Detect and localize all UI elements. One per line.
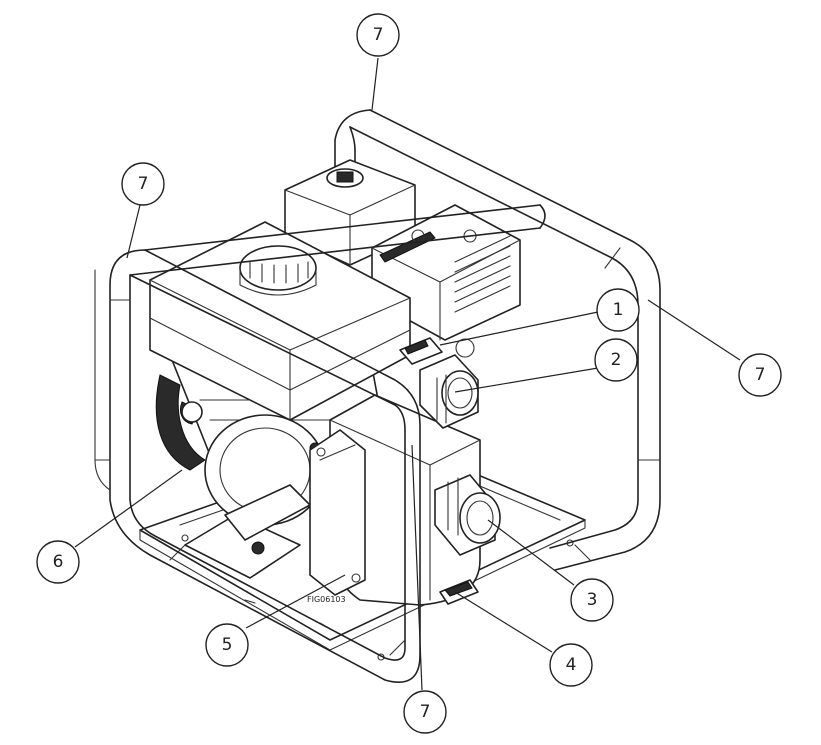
figure-code: FIG06103 <box>307 595 346 604</box>
svg-text:7: 7 <box>373 25 384 45</box>
callout-7-left: 7 <box>121 162 165 206</box>
callout-3: 3 <box>570 578 614 622</box>
svg-text:1: 1 <box>613 300 624 320</box>
svg-text:7: 7 <box>420 702 431 722</box>
callout-5: 5 <box>205 623 249 667</box>
drain-plug <box>439 579 479 605</box>
frame-front <box>94 204 546 683</box>
callout-7-right: 7 <box>738 353 782 397</box>
leader-6 <box>74 469 183 548</box>
leader-3 <box>487 519 575 586</box>
svg-text:3: 3 <box>587 590 598 610</box>
callout-7-top: 7 <box>356 13 400 57</box>
svg-text:4: 4 <box>566 655 577 675</box>
callout-2: 2 <box>594 338 638 382</box>
leader-1 <box>439 311 599 346</box>
leader-lines <box>74 57 741 691</box>
inlet-port <box>434 474 501 556</box>
leader-7a <box>371 57 379 111</box>
leader-2 <box>454 367 599 393</box>
callout-6: 6 <box>36 540 80 584</box>
priming-plug <box>399 337 475 365</box>
svg-text:7: 7 <box>755 365 766 385</box>
callout-1: 1 <box>596 288 640 332</box>
svg-text:2: 2 <box>611 350 622 370</box>
callout-7-bottom: 7 <box>403 690 447 734</box>
leader-7c <box>647 299 741 361</box>
svg-text:7: 7 <box>138 174 149 194</box>
leader-5 <box>245 574 346 629</box>
leader-7b <box>126 204 141 259</box>
frame-rear <box>334 109 661 571</box>
callout-4: 4 <box>549 643 593 687</box>
outlet-port <box>419 354 479 429</box>
leader-4 <box>454 591 553 653</box>
leader-7d <box>411 444 423 691</box>
svg-text:5: 5 <box>222 635 233 655</box>
svg-text:6: 6 <box>53 552 64 572</box>
